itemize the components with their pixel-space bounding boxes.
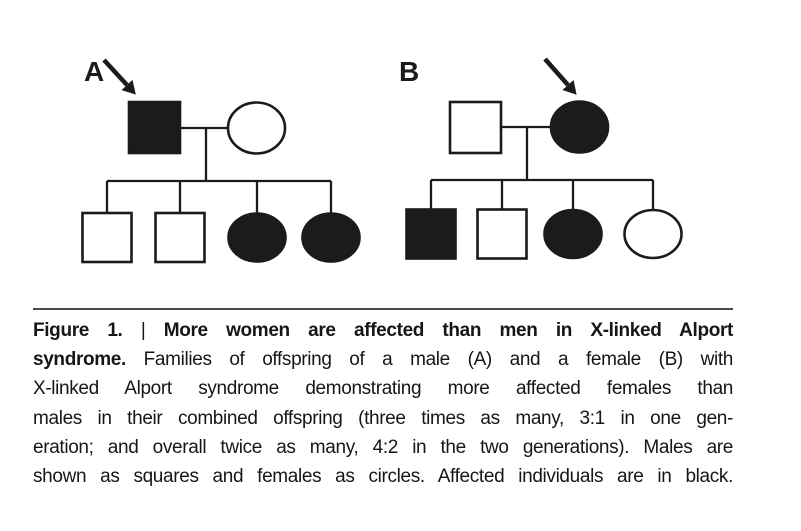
pedigree-panel-b: B bbox=[399, 56, 683, 260]
figure-caption: Figure 1. | More women are affected than… bbox=[33, 308, 733, 491]
father-symbol bbox=[448, 100, 503, 155]
child-4-symbol bbox=[301, 212, 361, 263]
caption-line-2: syndrome. Families of offspring of a mal… bbox=[33, 345, 733, 374]
proband-arrow-shaft bbox=[543, 57, 570, 87]
caption-body-segment: Families of offspring of a male (A) and … bbox=[125, 349, 734, 371]
caption-text: Figure 1. | More women are affected than… bbox=[33, 316, 733, 491]
panel-label-b: B bbox=[399, 56, 419, 87]
caption-title-bold-cont: syndrome. bbox=[33, 349, 126, 371]
child-2-symbol bbox=[154, 211, 206, 264]
caption-line-5: eration; and overall twice as many, 4:2 … bbox=[33, 433, 733, 462]
child-3-symbol bbox=[227, 212, 287, 263]
proband-arrowhead bbox=[121, 79, 136, 95]
caption-line-3: X-linked Alport syndrome demonstrating m… bbox=[33, 374, 733, 403]
child-4-symbol bbox=[623, 208, 683, 260]
caption-top-rule bbox=[33, 308, 733, 310]
caption-body-segment: males in their combined offspring (three… bbox=[33, 407, 733, 429]
proband-arrow bbox=[543, 57, 577, 95]
child-3-symbol bbox=[543, 208, 603, 260]
caption-body-segment: shown as squares and females as circles.… bbox=[33, 466, 733, 488]
proband-arrow-shaft bbox=[102, 58, 129, 87]
father-symbol bbox=[127, 100, 182, 155]
proband-arrow bbox=[102, 58, 136, 95]
caption-body-segment: eration; and overall twice as many, 4:2 … bbox=[33, 436, 733, 458]
child-2-symbol bbox=[476, 208, 528, 260]
caption-line-4: males in their combined offspring (three… bbox=[33, 404, 733, 433]
mother-symbol bbox=[549, 100, 610, 154]
caption-title-bold: More women are affected than men in X-li… bbox=[163, 320, 734, 341]
caption-separator: | bbox=[122, 320, 164, 341]
child-1-symbol bbox=[405, 208, 457, 260]
pedigree-panel-a: A bbox=[81, 56, 361, 264]
proband-arrowhead bbox=[562, 80, 577, 95]
panel-label-a: A bbox=[84, 56, 104, 87]
child-1-symbol bbox=[81, 211, 133, 264]
caption-figure-label: Figure 1. bbox=[33, 320, 123, 341]
caption-line-1: Figure 1. | More women are affected than… bbox=[33, 316, 733, 345]
mother-symbol bbox=[226, 101, 287, 155]
caption-line-6: shown as squares and females as circles.… bbox=[33, 462, 733, 491]
caption-body-segment: X-linked Alport syndrome demonstrating m… bbox=[33, 378, 733, 400]
